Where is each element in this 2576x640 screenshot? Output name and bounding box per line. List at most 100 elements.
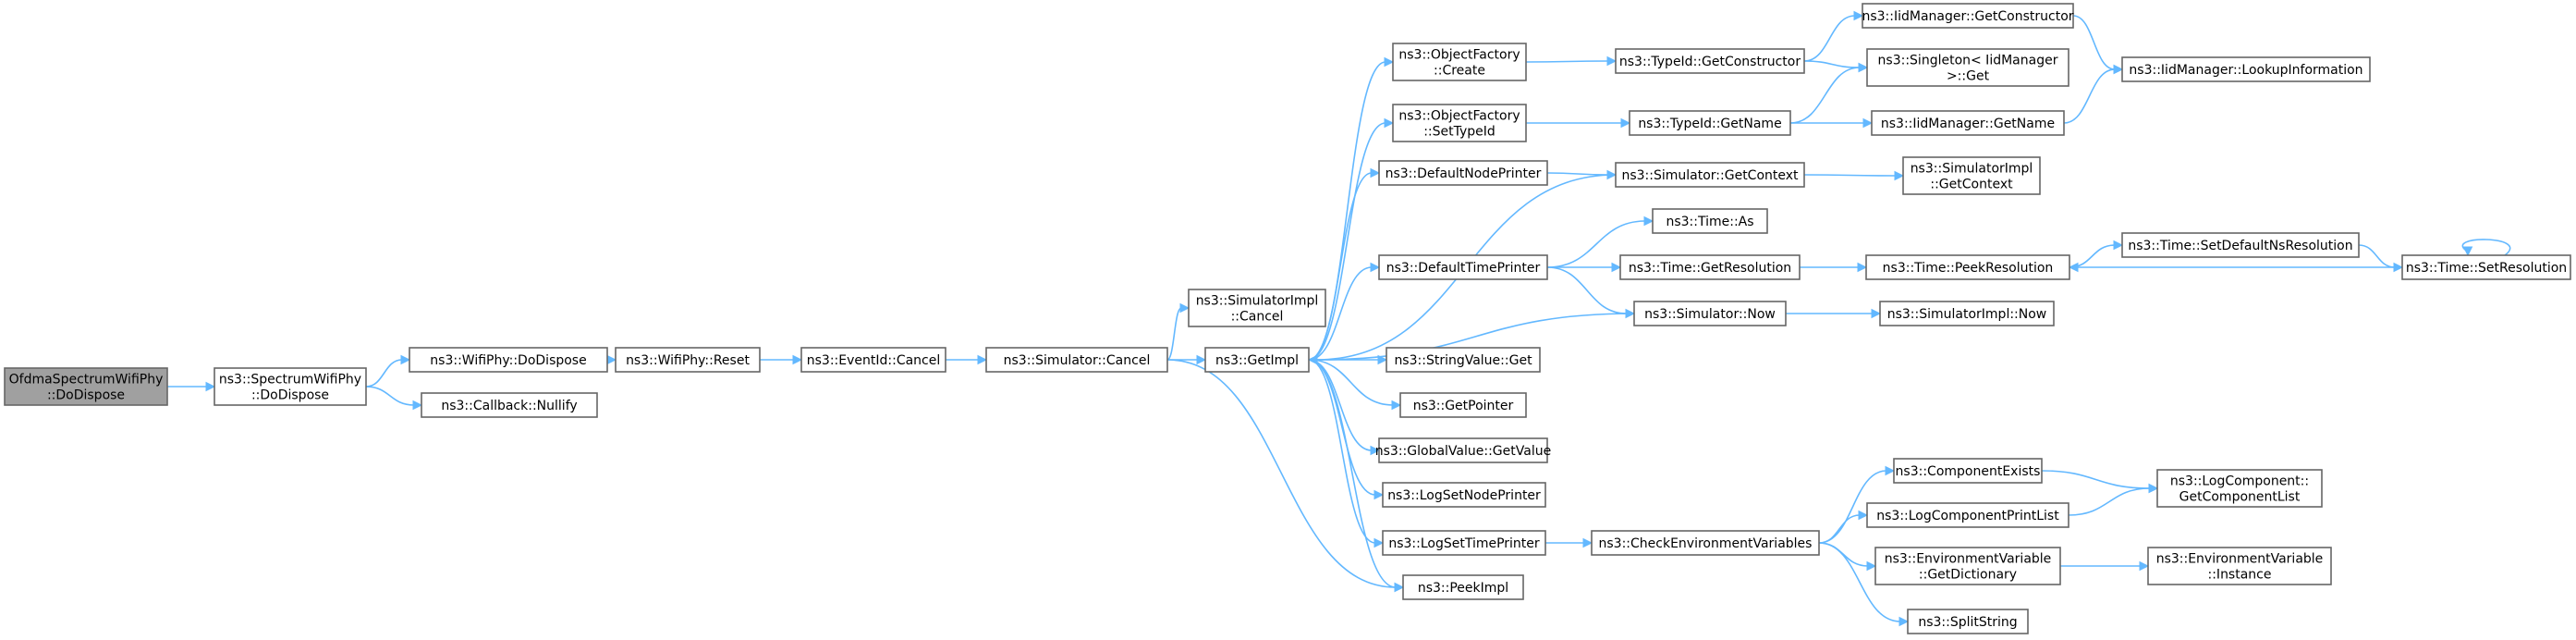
node-label: ns3::PeekImpl bbox=[1418, 581, 1508, 596]
node-deftimeprinter[interactable]: ns3::DefaultTimePrinter bbox=[1378, 254, 1548, 280]
node-box[interactable] bbox=[1902, 156, 2041, 195]
node-box[interactable] bbox=[2147, 547, 2332, 585]
node-simnow[interactable]: ns3::Simulator::Now bbox=[1633, 301, 1787, 326]
node-box[interactable] bbox=[409, 347, 608, 373]
node-ofdma[interactable]: OfdmaSpectrumWifiPhy::DoDispose bbox=[4, 367, 168, 406]
node-box[interactable] bbox=[1862, 3, 2074, 29]
arrowhead bbox=[1862, 117, 1874, 129]
node-box[interactable] bbox=[1652, 208, 1768, 234]
node-typeidgetname[interactable]: ns3::TypeId::GetName bbox=[1629, 110, 1791, 136]
node-box[interactable] bbox=[1866, 502, 2069, 528]
node-box[interactable] bbox=[421, 392, 598, 418]
node-box[interactable] bbox=[1188, 289, 1326, 327]
node-box[interactable] bbox=[214, 367, 367, 406]
node-box[interactable] bbox=[1378, 160, 1548, 186]
node-ofcreate[interactable]: ns3::ObjectFactory::Create bbox=[1392, 43, 1527, 81]
node-box[interactable] bbox=[1382, 530, 1546, 556]
node-getimpl[interactable]: ns3::GetImpl bbox=[1204, 347, 1310, 373]
node-box[interactable] bbox=[1907, 609, 2029, 634]
node-envinstance[interactable]: ns3::EnvironmentVariable::Instance bbox=[2147, 547, 2332, 585]
node-singleton[interactable]: ns3::Singleton< IidManager >::Get bbox=[1866, 48, 2069, 87]
node-wifidodispose[interactable]: ns3::WifiPhy::DoDispose bbox=[409, 347, 608, 373]
node-box[interactable] bbox=[615, 347, 761, 373]
node-checkenv[interactable]: ns3::CheckEnvironmentVariables bbox=[1591, 530, 1820, 556]
node-timegetres[interactable]: ns3::Time::GetResolution bbox=[1619, 254, 1801, 280]
node-box[interactable] bbox=[1629, 110, 1791, 136]
edge-typeidgetctor-iidgetctor bbox=[1803, 10, 1864, 62]
node-box[interactable] bbox=[1204, 347, 1310, 373]
node-box[interactable] bbox=[985, 347, 1168, 373]
node-logsetnode[interactable]: ns3::LogSetNodePrinter bbox=[1382, 482, 1546, 508]
node-box[interactable] bbox=[2156, 469, 2323, 508]
node-simcancel[interactable]: ns3::Simulator::Cancel bbox=[985, 347, 1168, 373]
node-globalvalue[interactable]: ns3::GlobalValue::GetValue bbox=[1375, 437, 1551, 463]
node-box[interactable] bbox=[4, 367, 168, 406]
node-box[interactable] bbox=[1382, 482, 1546, 508]
node-box[interactable] bbox=[1871, 110, 2065, 136]
node-simimplcancel[interactable]: ns3::SimulatorImpl::Cancel bbox=[1188, 289, 1326, 327]
node-box[interactable] bbox=[1865, 254, 2070, 280]
edge-simnow-simimplnow bbox=[1786, 308, 1882, 319]
node-box[interactable] bbox=[1392, 104, 1527, 142]
node-box[interactable] bbox=[1399, 392, 1527, 418]
node-box[interactable] bbox=[1402, 574, 1524, 600]
node-defnodeprinter[interactable]: ns3::DefaultNodePrinter bbox=[1378, 160, 1548, 186]
node-box[interactable] bbox=[2401, 254, 2571, 280]
arrowhead bbox=[1384, 56, 1395, 68]
arrowhead bbox=[1866, 560, 1877, 572]
node-box[interactable] bbox=[1378, 437, 1548, 463]
arrowhead bbox=[1179, 302, 1190, 314]
node-timesetres[interactable]: ns3::Time::SetResolution bbox=[2401, 254, 2571, 280]
node-box[interactable] bbox=[1386, 347, 1541, 373]
node-label: GetComponentList bbox=[2179, 490, 2301, 505]
node-box[interactable] bbox=[1879, 301, 2055, 326]
node-envgetdict[interactable]: ns3::EnvironmentVariable::GetDictionary bbox=[1874, 547, 2061, 585]
node-getpointer[interactable]: ns3::GetPointer bbox=[1399, 392, 1527, 418]
node-logcompgetlist[interactable]: ns3::LogComponent::GetComponentList bbox=[2156, 469, 2323, 508]
node-box[interactable] bbox=[1392, 43, 1527, 81]
node-simimplgetctx[interactable]: ns3::SimulatorImpl::GetContext bbox=[1902, 156, 2041, 195]
node-spectrum[interactable]: ns3::SpectrumWifiPhy::DoDispose bbox=[214, 367, 367, 406]
node-box[interactable] bbox=[1633, 301, 1787, 326]
node-box[interactable] bbox=[800, 347, 946, 373]
node-box[interactable] bbox=[2121, 232, 2360, 258]
node-box[interactable] bbox=[1866, 48, 2069, 87]
node-box[interactable] bbox=[1874, 547, 2061, 585]
node-box[interactable] bbox=[1378, 254, 1548, 280]
node-setdefaultns[interactable]: ns3::Time::SetDefaultNsResolution bbox=[2121, 232, 2360, 258]
node-peekimpl[interactable]: ns3::PeekImpl bbox=[1402, 574, 1524, 600]
node-label: ns3::Simulator::Cancel bbox=[1004, 353, 1151, 368]
arrowhead bbox=[1307, 354, 1318, 365]
node-label: ns3::LogComponentPrintList bbox=[1876, 509, 2059, 523]
node-label: ns3::SplitString bbox=[1918, 615, 2017, 630]
node-box[interactable] bbox=[1615, 162, 1805, 188]
node-box[interactable] bbox=[2121, 56, 2371, 82]
node-wifireset[interactable]: ns3::WifiPhy::Reset bbox=[615, 347, 761, 373]
node-compexists[interactable]: ns3::ComponentExists bbox=[1893, 458, 2043, 484]
node-simgetcontext[interactable]: ns3::Simulator::GetContext bbox=[1615, 162, 1805, 188]
node-box[interactable] bbox=[1615, 48, 1805, 74]
node-timepeekres[interactable]: ns3::Time::PeekResolution bbox=[1865, 254, 2070, 280]
node-iidgetname[interactable]: ns3::IidManager::GetName bbox=[1871, 110, 2065, 136]
edge-line bbox=[2068, 487, 2151, 516]
node-simimplnow[interactable]: ns3::SimulatorImpl::Now bbox=[1879, 301, 2055, 326]
node-logsettime[interactable]: ns3::LogSetTimePrinter bbox=[1382, 530, 1546, 556]
edge-line bbox=[1308, 359, 1394, 406]
node-nullify[interactable]: ns3::Callback::Nullify bbox=[421, 392, 598, 418]
edge-simcancel-peekimpl bbox=[1166, 359, 1405, 593]
node-iidgetctor[interactable]: ns3::IidManager::GetConstructor bbox=[1862, 3, 2074, 29]
node-eventcancel[interactable]: ns3::EventId::Cancel bbox=[800, 347, 946, 373]
node-typeidgetctor[interactable]: ns3::TypeId::GetConstructor bbox=[1615, 48, 1805, 74]
edge-typeidgetname-iidgetname bbox=[1790, 117, 1874, 129]
node-box[interactable] bbox=[1619, 254, 1801, 280]
node-box[interactable] bbox=[1591, 530, 1820, 556]
node-iidlookup[interactable]: ns3::IidManager::LookupInformation bbox=[2121, 56, 2371, 82]
node-ofsettypeid[interactable]: ns3::ObjectFactory::SetTypeId bbox=[1392, 104, 1527, 142]
node-timeas[interactable]: ns3::Time::As bbox=[1652, 208, 1768, 234]
node-label: ns3::IidManager::GetConstructor bbox=[1862, 9, 2073, 24]
node-stringvalueget[interactable]: ns3::StringValue::Get bbox=[1386, 347, 1541, 373]
node-box[interactable] bbox=[1893, 458, 2043, 484]
node-logcompprint[interactable]: ns3::LogComponentPrintList bbox=[1866, 502, 2069, 528]
node-splitstring[interactable]: ns3::SplitString bbox=[1907, 609, 2029, 634]
node-label: ns3::Time::SetDefaultNsResolution bbox=[2128, 239, 2352, 253]
